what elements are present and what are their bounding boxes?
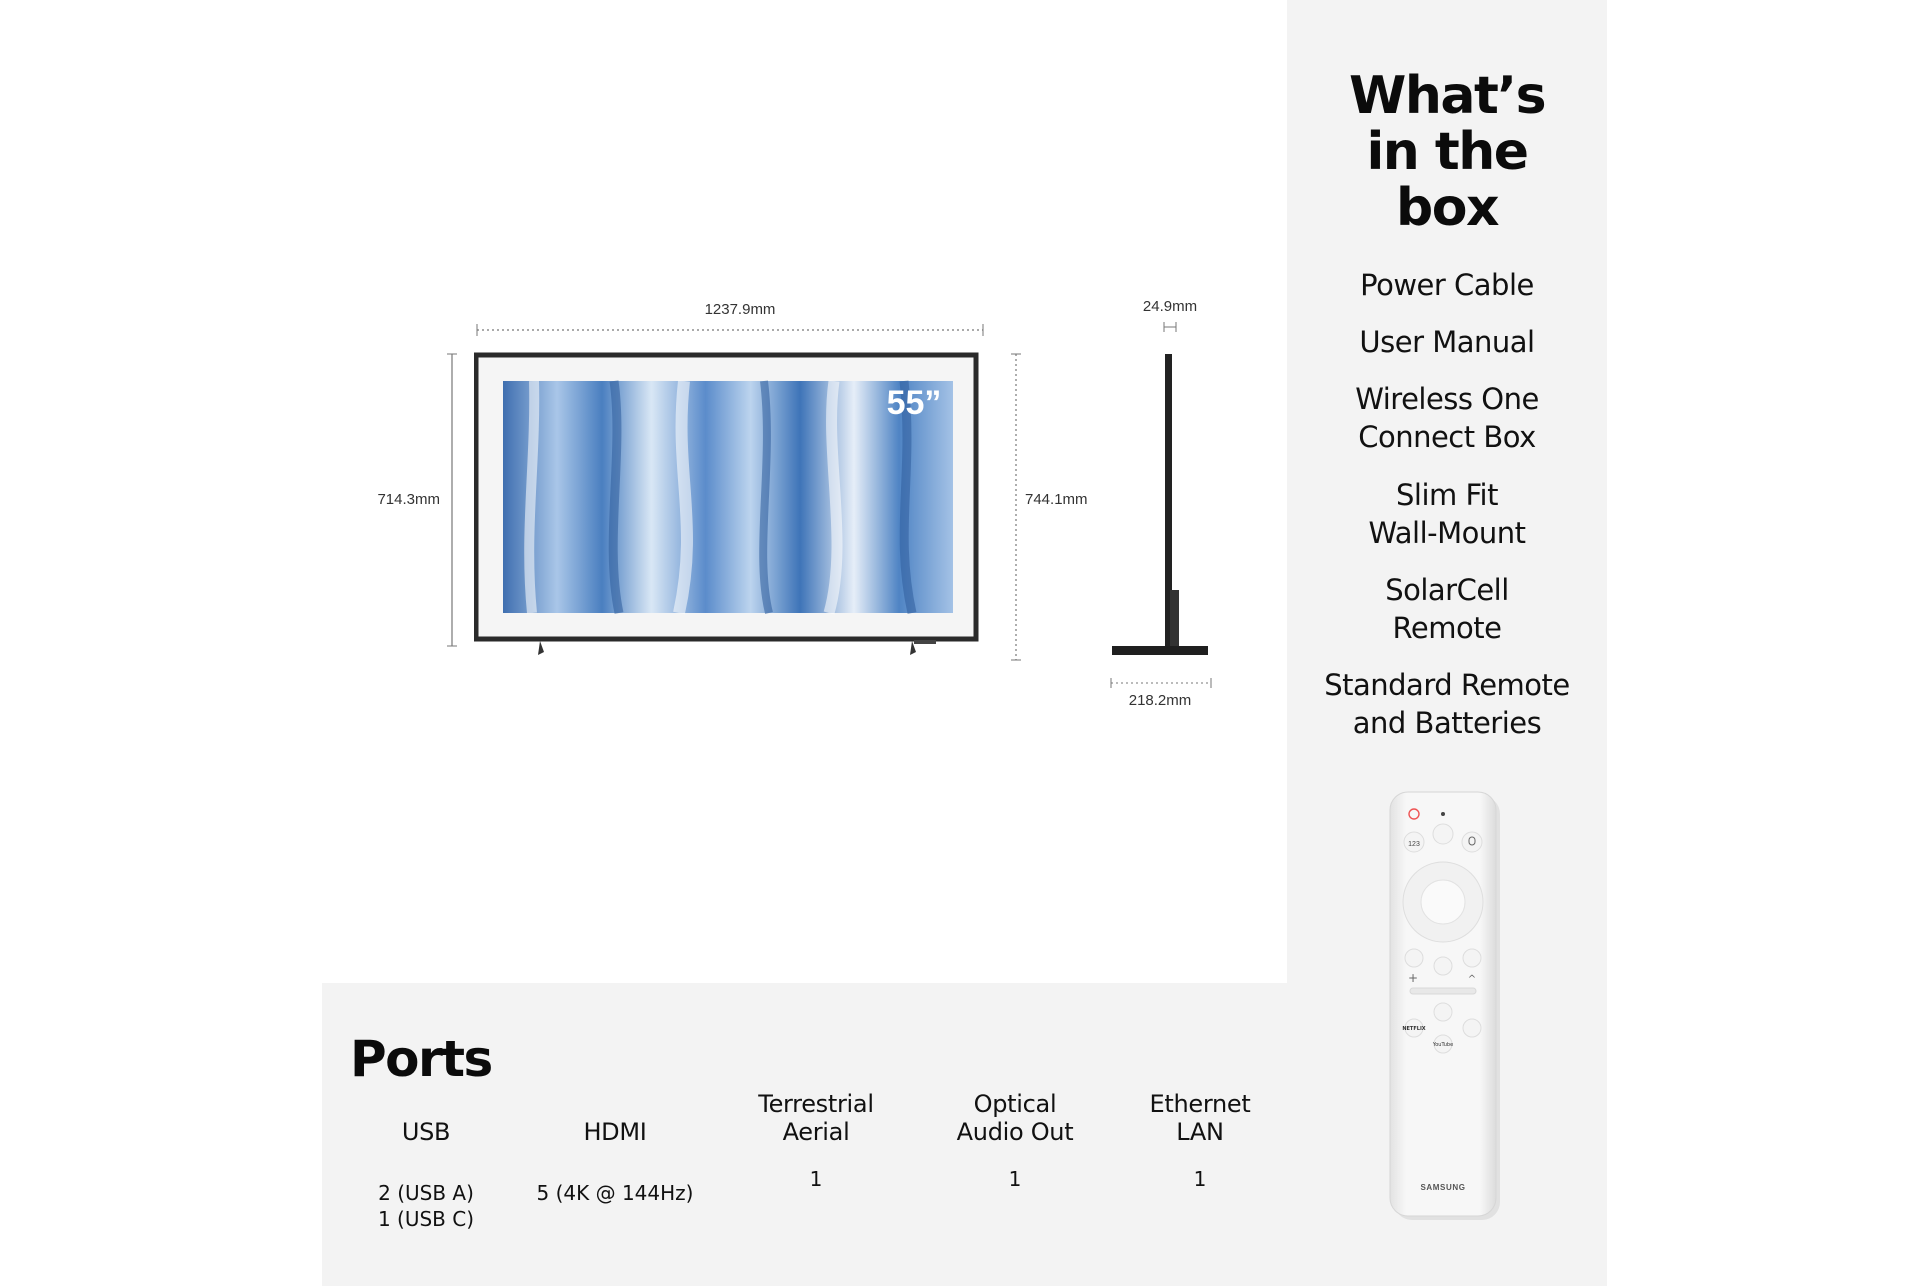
play-pause-icon [1462,948,1482,968]
dpad-icon [1402,861,1484,943]
left-foot-icon [538,641,544,655]
home-icon [1433,956,1453,976]
svg-text:+: + [1408,971,1418,985]
samsung-logo: SAMSUNG [1420,1183,1465,1192]
ambient-button-icon [1432,823,1454,845]
port-header: Aerial [782,1118,850,1146]
box-item-user-manual: User Manual [1287,323,1607,361]
netflix-button-icon [1404,1018,1424,1038]
port-value: 1 [1008,1167,1022,1191]
box-item-text: Wireless One [1355,382,1539,416]
box-item-wall-mount: Slim Fit Wall-Mount [1287,476,1607,552]
right-foot-icon [910,641,916,655]
title-line: in the [1366,122,1529,182]
depth-label: 24.9mm [1142,298,1198,315]
back-icon [1404,948,1424,968]
youtube-button-icon [1433,1034,1453,1054]
port-value: 1 (USB C) [377,1207,475,1231]
box-item-power-cable: Power Cable [1287,266,1607,304]
volume-rocker-icon [1409,987,1477,995]
box-item-text: Slim Fit [1396,478,1499,512]
svg-text:YouTube: YouTube [1432,1042,1453,1048]
height-dimension-line [447,353,457,647]
title-line: What’s [1348,66,1547,126]
box-item-text: and Batteries [1352,706,1542,740]
svg-text:NETFLIX: NETFLIX [1402,1026,1425,1032]
number-key-icon: 123 [1403,831,1425,853]
height-with-stand-dimension-line [1011,353,1021,661]
box-item-standard-remote: Standard Remote and Batteries [1287,666,1607,742]
port-column-ethernet: Ethernet LAN 1 [1120,1090,1280,1192]
box-item-text: Remote [1392,611,1502,645]
box-item-text: SolarCell [1385,573,1509,607]
title-line: box [1396,178,1500,238]
port-value: 1 [1193,1167,1207,1191]
box-item-text: Power Cable [1360,268,1534,302]
port-header: HDMI [583,1118,647,1146]
depth-dimension-line [1163,322,1177,332]
ports-panel [322,983,1287,1286]
box-item-solarcell-remote: SolarCell Remote [1287,571,1607,647]
stand-depth-dimension-line [1110,678,1212,688]
box-item-text: Standard Remote [1324,668,1570,702]
power-button-icon [1408,808,1420,820]
box-item-text: Wall-Mount [1368,516,1526,550]
solarcell-remote-illustration: 123 + ^ NETFLIX YouTube SAMSUNG [1389,791,1500,1220]
width-dimension-line [476,324,984,336]
tv-front-illustration: 55” [474,352,979,655]
artwork-screen [503,381,953,613]
mic-icon [1461,831,1483,853]
port-header: Terrestrial [758,1090,874,1118]
tv-side-illustration [1112,354,1208,655]
port-value: 2 (USB A) [378,1181,474,1205]
height-with-stand-label: 744.1mm [1025,491,1088,508]
width-label: 1237.9mm [704,301,776,318]
stand-depth-label: 218.2mm [1128,692,1192,709]
port-column-terrestrial-aerial: Terrestrial Aerial 1 [736,1090,896,1192]
port-header: Audio Out [956,1118,1074,1146]
box-item-text: User Manual [1359,325,1535,359]
size-badge: 55” [887,384,942,422]
port-header: Ethernet [1149,1090,1251,1118]
height-label: 714.3mm [377,491,440,508]
svg-text:123: 123 [1408,841,1420,848]
port-header: LAN [1176,1118,1224,1146]
port-column-hdmi: HDMI 5 (4K @ 144Hz) [525,1104,705,1206]
port-column-optical: Optical Audio Out 1 [935,1090,1095,1192]
port-value: 5 (4K @ 144Hz) [536,1181,694,1205]
port-column-usb: USB 2 (USB A) 1 (USB C) [364,1104,488,1232]
port-header: Optical [973,1090,1057,1118]
prime-video-button-icon [1462,1018,1482,1038]
port-header: USB [401,1118,451,1146]
box-item-one-connect: Wireless One Connect Box [1287,380,1607,456]
port-value: 1 [809,1167,823,1191]
whats-in-the-box-title: What’s in the box [1287,68,1607,236]
ports-title: Ports [350,1030,493,1088]
box-item-text: Connect Box [1358,420,1536,454]
svg-text:^: ^ [1468,974,1476,985]
